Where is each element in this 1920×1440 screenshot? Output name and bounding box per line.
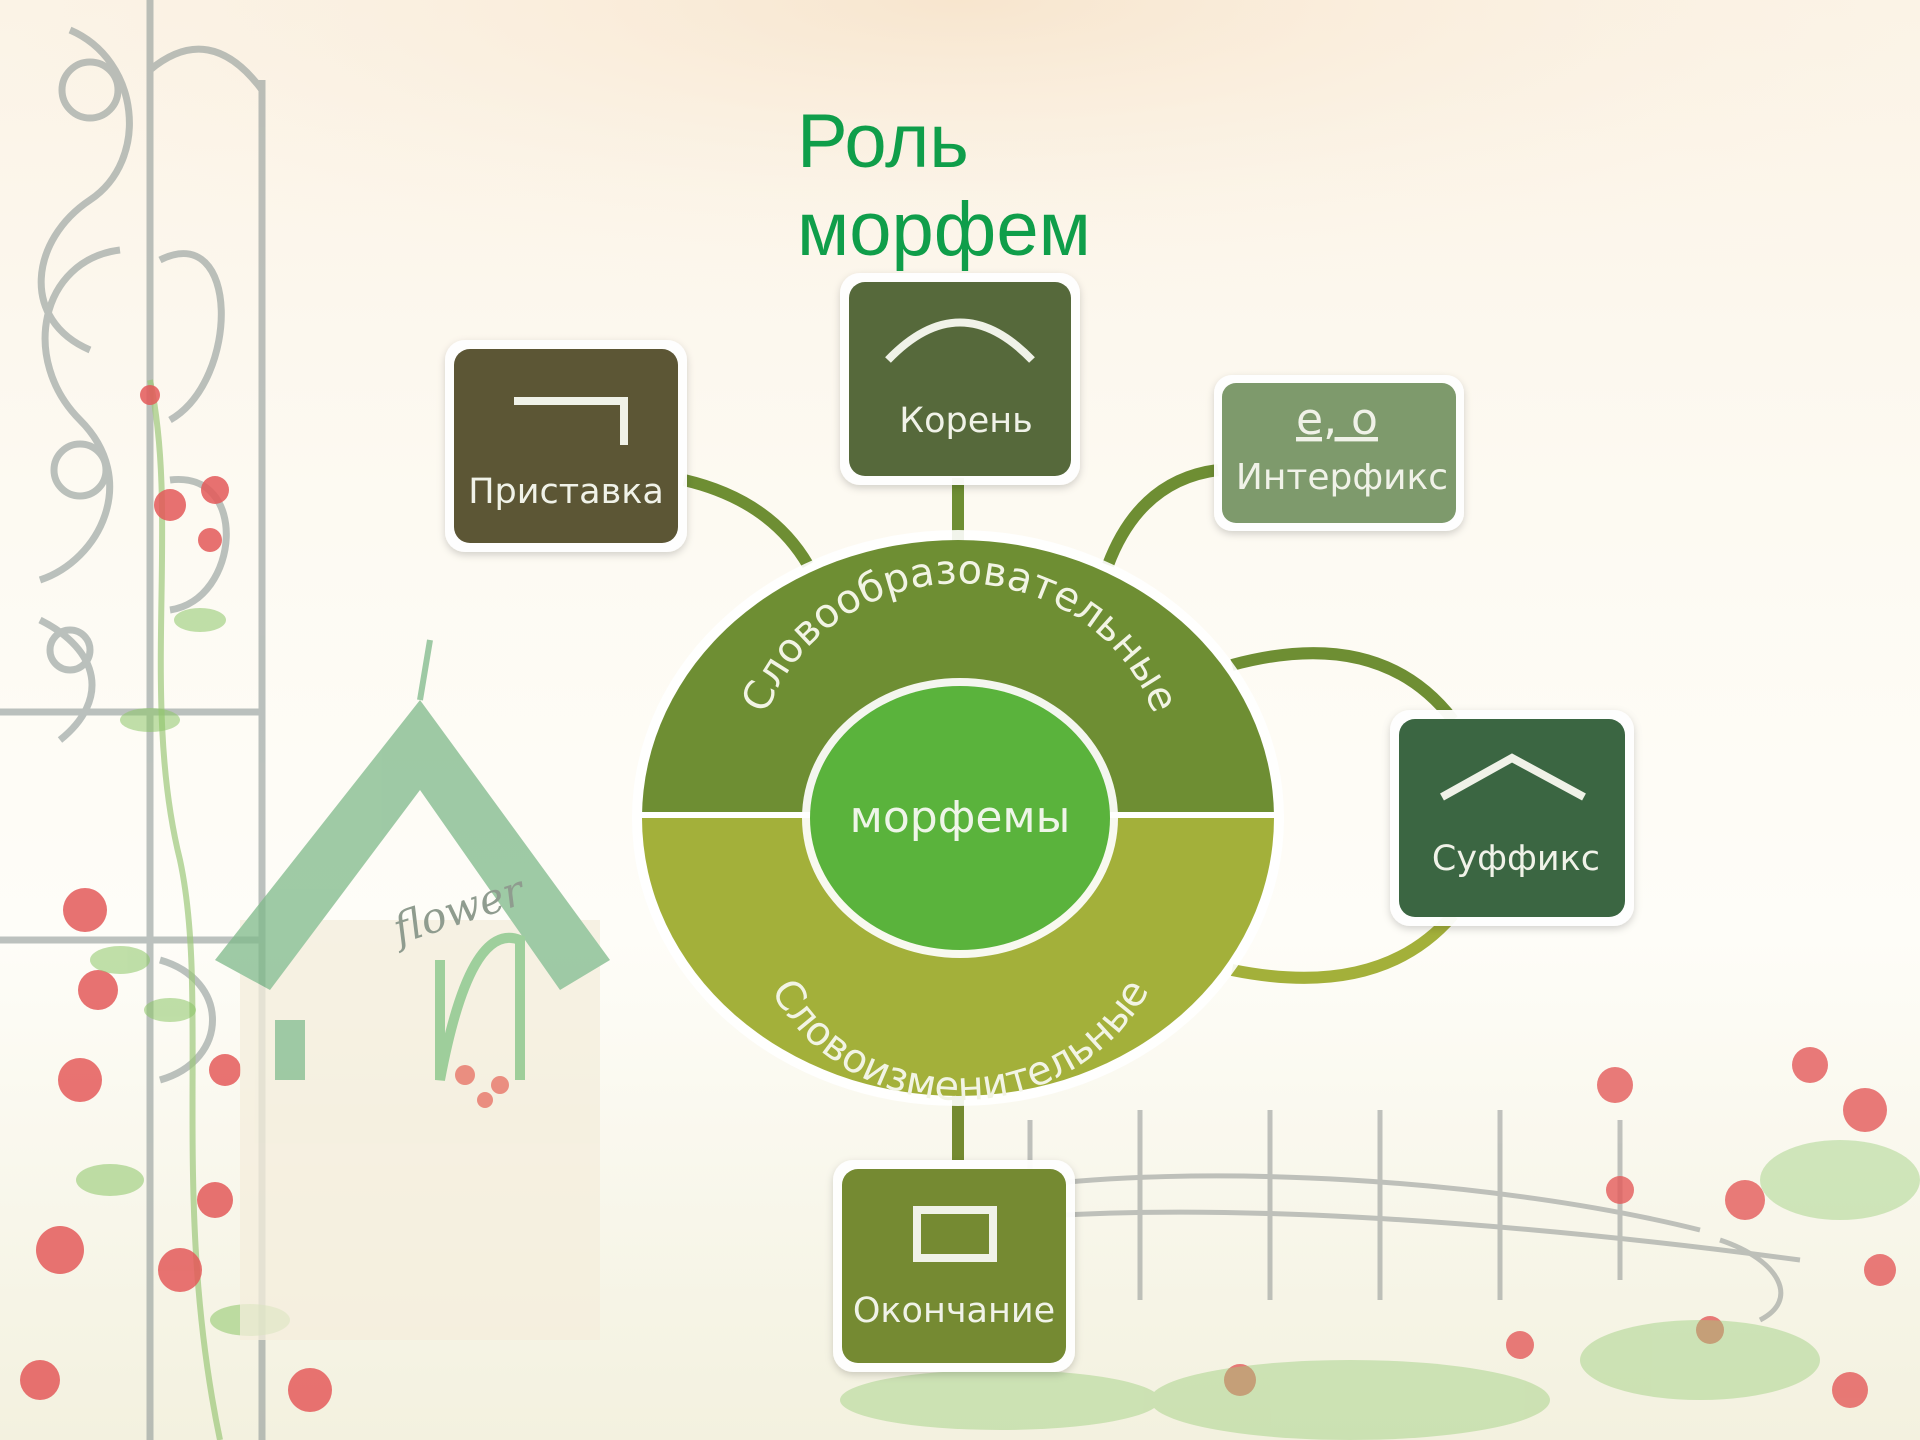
suffix-icon <box>1440 753 1586 801</box>
prefix-icon <box>514 397 628 445</box>
ending-icon <box>913 1206 997 1262</box>
morphemes-core <box>810 686 1110 950</box>
connector-suffix-upper <box>1230 647 1458 724</box>
node-interfix-letters: е, о <box>1296 394 1378 445</box>
node-ending-label: Окончание <box>853 1291 1055 1331</box>
rose-vine-illustration <box>20 379 332 1440</box>
node-interfix: е, о Интерфикс <box>1214 375 1464 531</box>
morpheme-wheel: морфемы Словообразовательные Словоизмени… <box>632 530 1284 1110</box>
node-prefix-label: Приставка <box>468 472 664 512</box>
slide-title-line-1: Роль <box>797 99 969 184</box>
slide-title: Роль морфем <box>797 98 1157 274</box>
node-suffix-label: Суффикс <box>1432 839 1600 879</box>
cottage-illustration: flower <box>215 639 610 1340</box>
word-forming-ring <box>642 540 1274 815</box>
slide-title-line-2: морфем <box>797 187 1091 272</box>
node-prefix: Приставка <box>445 340 687 552</box>
connector-interfix <box>1102 464 1219 568</box>
node-interfix-label: Интерфикс <box>1236 457 1448 498</box>
morphemes-core-label: морфемы <box>850 792 1071 843</box>
connector-suffix-lower <box>1230 911 1458 984</box>
fence-roses-illustration <box>1224 1047 1896 1408</box>
root-icon <box>885 318 1035 363</box>
connector-prefix <box>682 474 814 569</box>
iron-gate-illustration <box>0 0 266 1440</box>
node-root: Корень <box>840 273 1080 485</box>
node-ending: Окончание <box>833 1160 1075 1372</box>
node-root-label: Корень <box>899 401 1033 441</box>
node-suffix: Суффикс <box>1390 710 1634 926</box>
